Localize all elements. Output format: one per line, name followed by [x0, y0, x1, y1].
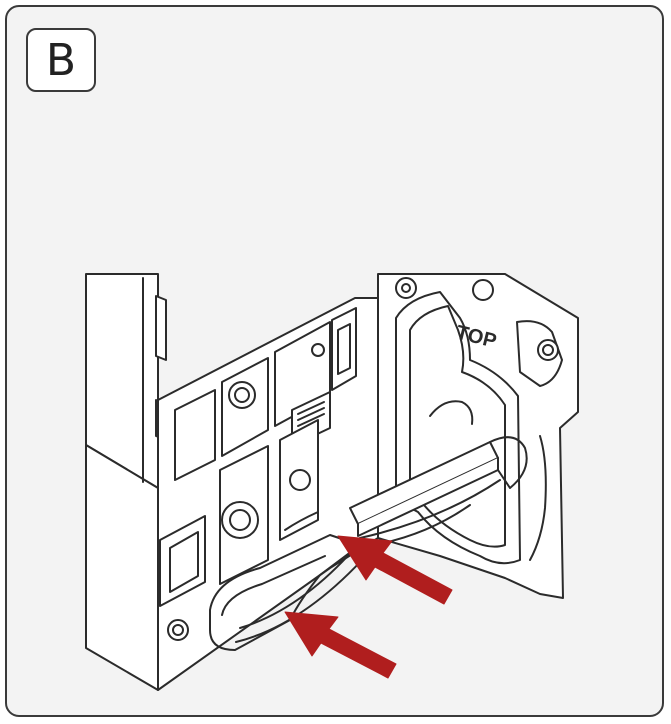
lock-body: [85, 273, 379, 691]
arrow-pointer-icon: [284, 611, 397, 679]
flat-cable: [235, 436, 528, 643]
step-badge: B: [26, 28, 96, 92]
mounting-plate: TOP: [377, 273, 579, 599]
step-label: B: [45, 34, 77, 86]
arrow-pointer-icon: [337, 535, 453, 605]
